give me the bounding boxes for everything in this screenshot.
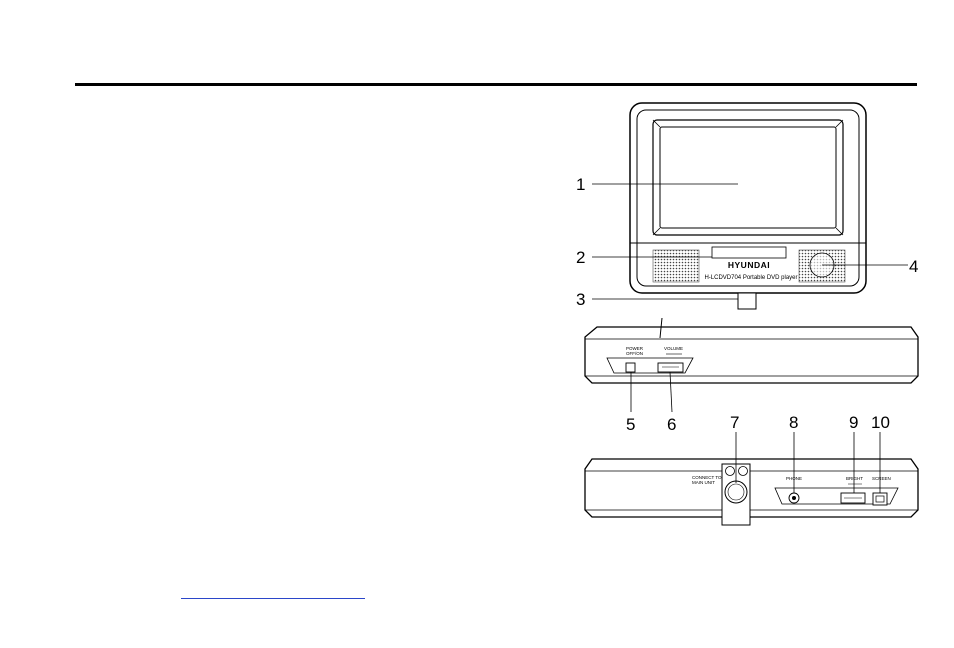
side-panel: POWER OFF/ON VOLUME (585, 318, 918, 383)
callout-6: 6 (667, 415, 676, 434)
lcd-screen (660, 127, 836, 228)
callout-5: 5 (626, 415, 635, 434)
callout-9: 9 (849, 413, 858, 432)
screen-label: SCREEN (872, 476, 891, 481)
callout-3: 3 (576, 290, 585, 309)
callout-4: 4 (909, 257, 918, 276)
bottom-panel: CONNECT TO MAIN UNIT PHONE BRIGHT SCREEN (585, 459, 918, 525)
callout-1: 1 (576, 175, 585, 194)
monitor-front: HYUNDAI H-LCDVD704 Portable DVD player (630, 103, 866, 309)
power-switch[interactable] (626, 363, 635, 372)
brand-logo: HYUNDAI (728, 260, 770, 270)
bright-label: BRIGHT (846, 476, 863, 481)
callout-10: 10 (871, 413, 890, 432)
model-label: H-LCDVD704 Portable DVD player (704, 275, 797, 281)
volume-label: VOLUME (664, 346, 683, 351)
callout-7: 7 (730, 413, 739, 432)
volume-wheel[interactable] (658, 363, 683, 372)
power-label-2: OFF/ON (626, 351, 643, 356)
speaker-left (653, 250, 699, 282)
connect-label-2: MAIN UNIT (692, 480, 715, 485)
stand-connector (738, 293, 756, 309)
callout-8: 8 (789, 413, 798, 432)
callout-2: 2 (576, 248, 585, 267)
